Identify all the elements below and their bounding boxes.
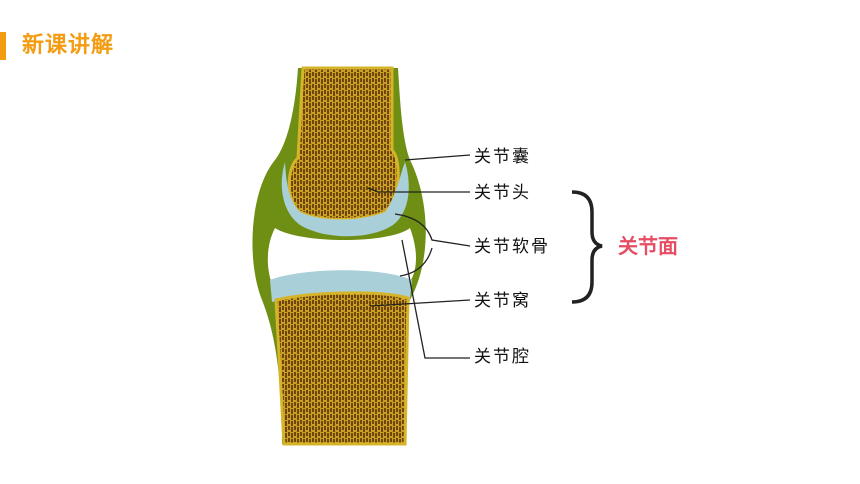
upper-bone-shape <box>287 66 400 221</box>
group-brace <box>571 190 603 304</box>
label-joint-head: 关节头 <box>474 183 531 203</box>
label-joint-cartilage: 关节软骨 <box>474 237 550 257</box>
leader-line-cartilage <box>394 213 471 277</box>
leader-line-socket <box>369 299 471 307</box>
leader-line-cavity <box>401 239 470 359</box>
label-joint-socket: 关节窝 <box>474 291 531 311</box>
joint-cavity-shape <box>267 228 416 284</box>
header-accent-bar <box>0 32 6 60</box>
label-joint-cavity: 关节腔 <box>474 347 531 367</box>
lower-bone-shape <box>274 291 410 446</box>
head-cartilage-shape <box>281 162 409 237</box>
leader-line-capsule <box>404 154 471 161</box>
label-articular-surface: 关节面 <box>618 234 678 258</box>
page-title: 新课讲解 <box>22 33 115 58</box>
label-joint-capsule: 关节囊 <box>474 147 531 167</box>
leader-line-head <box>367 187 470 193</box>
